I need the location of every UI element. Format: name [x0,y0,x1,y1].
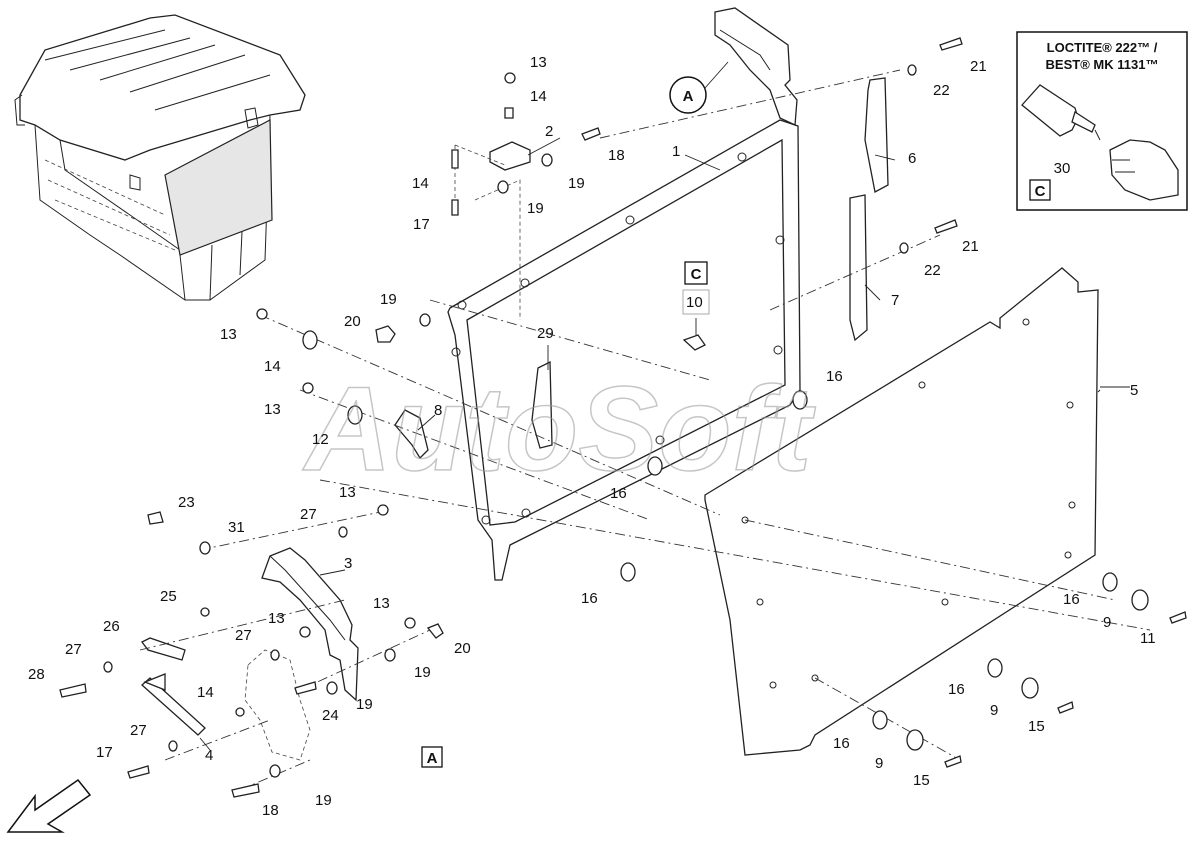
callout-12: 12 [312,431,329,448]
callout-26: 26 [103,618,120,635]
legend-key-c: C [1035,183,1046,200]
callout-16b: 16 [610,485,627,502]
callout-13c: 13 [264,401,281,418]
callout-28: 28 [28,666,45,683]
forward-direction-arrow-icon [6,778,92,833]
callout-31: 31 [228,519,245,536]
callout-13b: 13 [220,326,237,343]
callout-1: 1 [672,143,680,160]
callout-18b: 18 [262,802,279,819]
callout-8: 8 [434,402,442,419]
callout-15b: 15 [913,772,930,789]
callout-16f: 16 [833,735,850,752]
callout-29: 29 [537,325,554,342]
callout-13e: 13 [268,610,285,627]
panel-part-5 [704,267,1099,756]
loctite-legend: LOCTITE® 222™ / BEST® MK 1131™ 30 C [1016,31,1188,211]
bracket-part-3 [261,547,359,702]
latch-part-2 [489,141,531,171]
svg-text:C: C [691,266,702,283]
callout-19c: 19 [380,291,397,308]
handle-part-8 [394,409,429,460]
callout-16d: 16 [1063,591,1080,608]
callout-27a: 27 [65,641,82,658]
callout-27b: 27 [300,506,317,523]
legend-part-number: 30 [1054,160,1071,177]
callout-15a: 15 [1028,718,1045,735]
arm-part-26 [141,637,186,661]
fasteners [59,37,1187,798]
callout-10: 10 [686,294,703,311]
gas-strut-part-4 [141,673,206,736]
callout-9b: 9 [990,702,998,719]
leader-lines [199,137,1130,751]
callout-22a: 22 [933,82,950,99]
callout-5: 5 [1130,382,1138,399]
callout-16a: 16 [826,368,843,385]
callout-14b: 14 [412,175,429,192]
callout-17b: 17 [96,744,113,761]
callout-17a: 17 [413,216,430,233]
callout-13d: 13 [339,484,356,501]
callout-21b: 21 [962,238,979,255]
legend-line-2: BEST® MK 1131™ [1046,57,1159,72]
callout-20a: 20 [344,313,361,330]
callout-7: 7 [891,292,899,309]
callout-27c: 27 [235,627,252,644]
callout-25: 25 [160,588,177,605]
callout-labels: 1 2 3 4 5 6 7 8 9 9 9 10 11 12 13 13 13 … [28,54,1156,819]
svg-text:A: A [683,88,694,105]
strip-part-7 [849,194,868,342]
hinge-bracket-a [714,7,798,126]
callout-14d: 14 [197,684,214,701]
callout-3: 3 [344,555,352,572]
callout-13f: 13 [373,595,390,612]
callout-4: 4 [205,747,213,764]
detail-flag-c-box: C [682,261,710,315]
adhesive-bottle-icon [1021,84,1101,141]
cab-overview-illustration [14,14,306,301]
callout-24: 24 [322,707,339,724]
callout-19e: 19 [356,696,373,713]
strip-part-6 [864,77,889,193]
callout-14a: 14 [530,88,547,105]
detail-flag-a-box: A [421,746,443,768]
callout-14c: 14 [264,358,281,375]
callout-23: 23 [178,494,195,511]
callout-19f: 19 [315,792,332,809]
hidden-bracket-outline [244,649,311,761]
detail-flag-a-circle: A [669,61,729,114]
callout-16c: 16 [581,590,598,607]
callout-22b: 22 [924,262,941,279]
callout-21a: 21 [970,58,987,75]
watermark-text: AutoSoft [302,362,817,496]
callout-19d: 19 [414,664,431,681]
callout-9c: 9 [875,755,883,772]
callout-19b: 19 [527,200,544,217]
callout-13a: 13 [530,54,547,71]
callout-9a: 9 [1103,614,1111,631]
callout-6: 6 [908,150,916,167]
callout-18a: 18 [608,147,625,164]
callout-16e: 16 [948,681,965,698]
callout-19a: 19 [568,175,585,192]
callout-11: 11 [1140,630,1156,647]
callout-2: 2 [545,123,553,140]
hand-icon [1109,139,1179,201]
callout-27d: 27 [130,722,147,739]
callout-20b: 20 [454,640,471,657]
legend-line-1: LOCTITE® 222™ / [1047,40,1158,55]
svg-text:A: A [427,750,438,767]
